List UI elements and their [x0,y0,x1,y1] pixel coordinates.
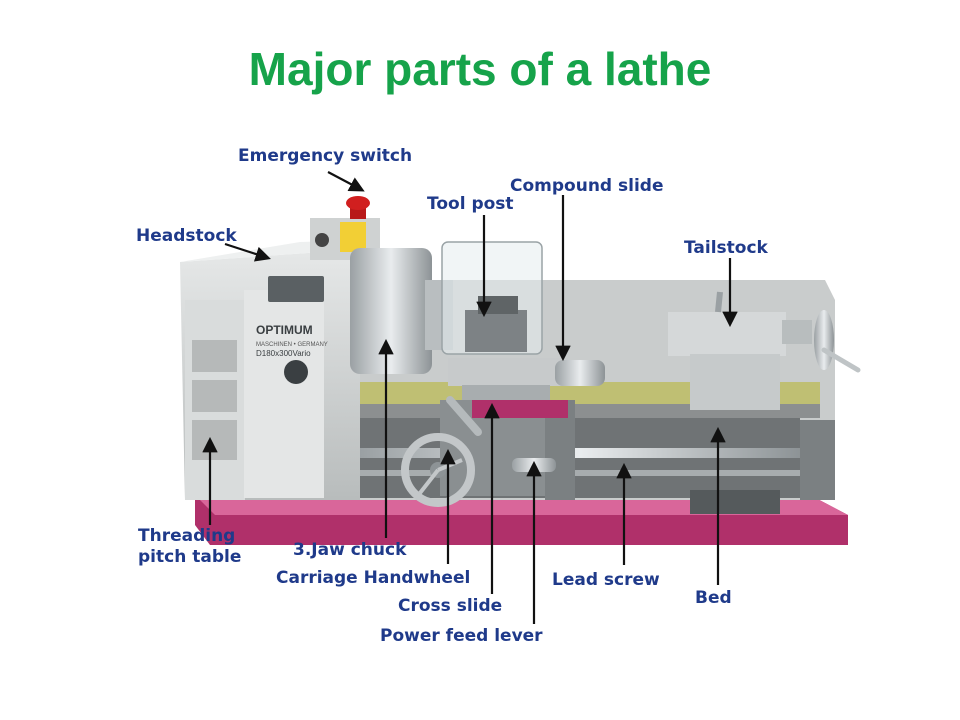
label-tailstock: Tailstock [684,238,768,258]
page-title: Major parts of a lathe [248,43,712,95]
label-jaw-chuck: 3.Jaw chuck [293,540,407,560]
label-power-feed-lever: Power feed lever [380,626,543,646]
end-cover [800,420,835,500]
arrow-emergency-switch [327,171,365,192]
tailstock [668,291,861,410]
carriage [440,358,605,500]
model-text: D180x300Vario [256,349,311,358]
label-cross-slide: Cross slide [398,596,503,616]
label-emergency-switch: Emergency switch [238,146,413,166]
label-bed: Bed [695,588,732,608]
brand-text: OPTIMUM [256,323,313,337]
label-carriage-handwheel: Carriage Handwheel [276,568,471,588]
label-lead-screw: Lead screw [552,570,660,590]
label-tool-post: Tool post [427,194,514,214]
carriage-handwheel [401,433,475,507]
brand-subtext: MASCHINEN • GERMANY [256,342,328,348]
label-headstock: Headstock [136,226,237,246]
cross-slide-handle [446,396,482,436]
label-threading-pitch-table: Threading pitch table [138,526,242,567]
label-compound-slide: Compound slide [510,176,664,196]
callout-arrows [202,171,738,624]
arrow-headstock [224,242,271,262]
emergency-stop-button [346,196,370,219]
headstock-body [180,240,370,500]
